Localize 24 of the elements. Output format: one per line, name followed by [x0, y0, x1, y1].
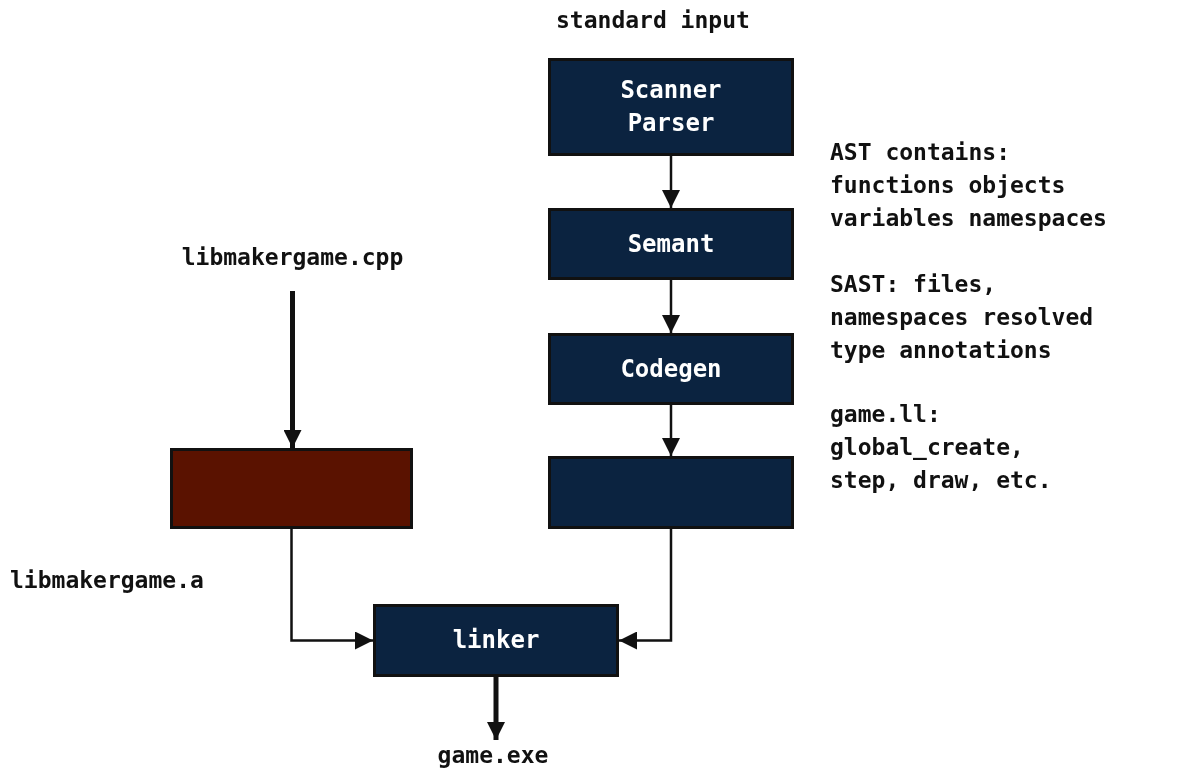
arrow: [662, 280, 680, 333]
arrow: [283, 291, 302, 448]
input-label: standard input: [556, 6, 750, 35]
arrow: [290, 529, 373, 650]
process-box: [548, 208, 794, 280]
arrow: [662, 156, 680, 208]
arrow: [487, 677, 505, 740]
process-box: [548, 456, 794, 529]
process-box: [548, 333, 794, 405]
process-box: [170, 448, 413, 529]
note: game.ll: global_create, step, draw, etc.: [830, 400, 1053, 495]
process-box: [373, 604, 619, 677]
file-name: libmakergame.a: [10, 566, 204, 595]
file-name: libmakergame.cpp: [181, 244, 404, 270]
note: AST contains: functions objects variables namespaces: [830, 138, 1108, 233]
box-label: linker: [452, 625, 540, 656]
arrow: [662, 405, 680, 456]
file-name: game.exe: [437, 742, 549, 768]
arrow: [619, 529, 673, 650]
note: SAST: files, namespaces resolved type annotations: [830, 270, 1095, 365]
box-label: Codegen: [620, 353, 722, 385]
box-label: Semant: [627, 228, 715, 260]
process-box: [548, 58, 794, 156]
box-label: Scanner Parser: [619, 75, 723, 139]
